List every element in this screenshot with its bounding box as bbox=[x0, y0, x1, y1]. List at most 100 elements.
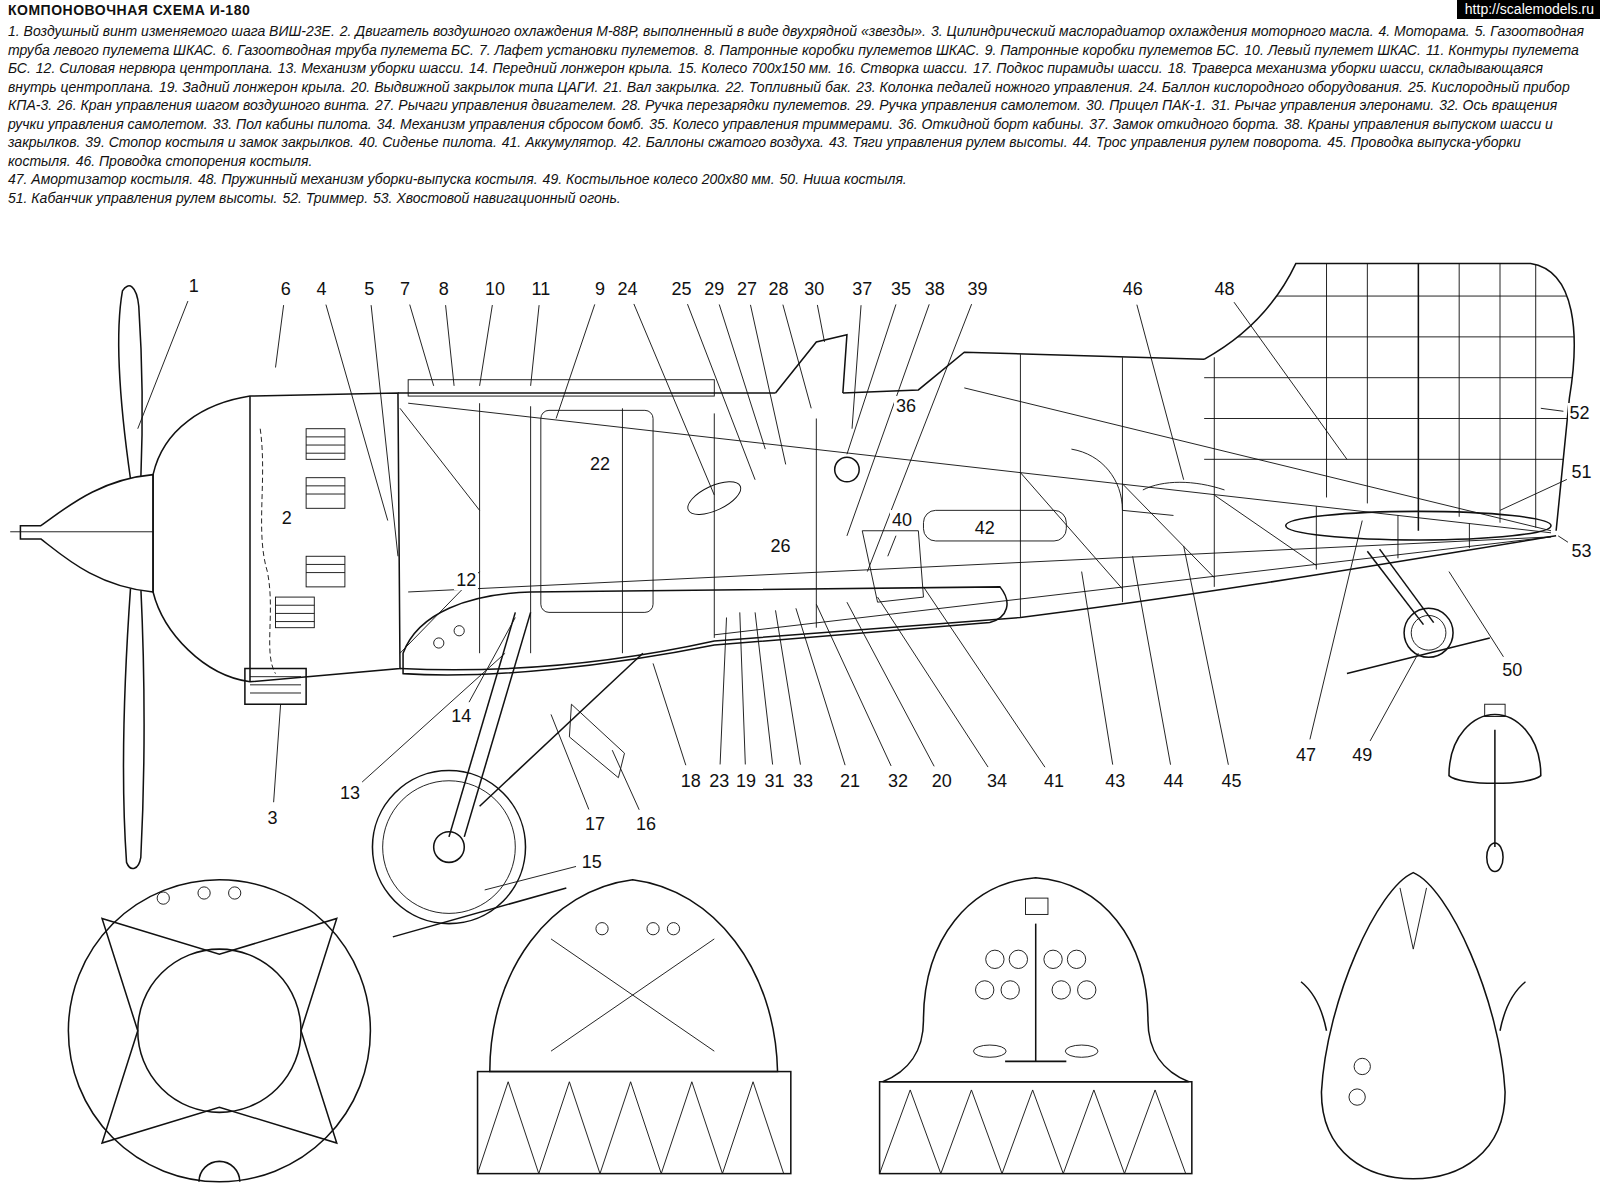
fuselage bbox=[923, 510, 1066, 541]
frame-section bbox=[880, 878, 1192, 1174]
callout-number: 14 bbox=[449, 706, 473, 726]
engine-cowling bbox=[306, 485, 345, 486]
diagram-title: КОМПОНОВОЧНАЯ СХЕМА И-180 bbox=[8, 2, 250, 18]
legend-note: 24. Баллон кислородного оборудования. bbox=[1138, 79, 1403, 95]
legend-note: 41. Аккумулятор. bbox=[502, 134, 618, 150]
callout-number: 36 bbox=[894, 396, 918, 416]
frame-section bbox=[68, 880, 370, 1182]
frame-section bbox=[973, 1045, 1006, 1057]
legend-note: 30. Прицел ПАК-1. bbox=[1086, 97, 1206, 113]
leader-line bbox=[720, 617, 726, 764]
callout-number: 50 bbox=[1500, 660, 1524, 680]
callout-number: 7 bbox=[398, 279, 412, 299]
leader-line bbox=[719, 304, 765, 449]
callout-number: 40 bbox=[890, 510, 914, 530]
legend-note: 20. Выдвижной закрылок типа ЦАГИ. bbox=[351, 79, 599, 95]
fin-ribs bbox=[1459, 255, 1460, 541]
fuselage-truss bbox=[714, 413, 715, 637]
landing-gear bbox=[372, 612, 642, 936]
rear-view bbox=[1494, 730, 1496, 847]
frame-section bbox=[1400, 888, 1427, 949]
leader-line bbox=[410, 305, 434, 386]
callout-number: 1 bbox=[187, 276, 201, 296]
leader-line bbox=[556, 304, 595, 418]
leader-line bbox=[480, 305, 493, 386]
callout-number: 25 bbox=[670, 279, 694, 299]
fin-ribs bbox=[1204, 296, 1592, 297]
callout-number: 31 bbox=[762, 771, 786, 791]
frame-section bbox=[647, 923, 659, 935]
legend-note: 39. Стопор костыля и замок закрылков. bbox=[85, 134, 354, 150]
callout-number: 35 bbox=[889, 279, 913, 299]
fuselage-truss bbox=[408, 403, 1551, 533]
callout-number: 13 bbox=[338, 783, 362, 803]
engine-cowling bbox=[306, 429, 345, 460]
legend-note: 36. Откидной борт кабины. bbox=[898, 116, 1084, 132]
leader-line bbox=[362, 653, 505, 782]
fin-ribs bbox=[1500, 255, 1501, 541]
frame-section bbox=[596, 923, 608, 935]
engine-cowling bbox=[153, 393, 400, 682]
frame-section bbox=[1321, 873, 1505, 1179]
frame-section bbox=[1349, 1089, 1365, 1105]
leader-line bbox=[750, 305, 785, 465]
leader-line bbox=[1234, 302, 1347, 459]
callout-number: 41 bbox=[1042, 771, 1066, 791]
callout-number: 22 bbox=[588, 454, 612, 474]
fuselage bbox=[835, 457, 859, 481]
frame-section bbox=[478, 1082, 784, 1174]
frame-section bbox=[102, 919, 337, 1143]
fin-ribs bbox=[1535, 255, 1536, 541]
leader-line bbox=[1082, 572, 1113, 765]
engine-cowling bbox=[276, 621, 315, 622]
landing-gear bbox=[383, 781, 516, 914]
frame-section bbox=[1044, 950, 1062, 968]
callout-number: 53 bbox=[1570, 541, 1594, 561]
leader-line bbox=[326, 305, 388, 521]
fuselage-truss bbox=[408, 537, 1551, 592]
frame-section bbox=[1026, 898, 1048, 914]
fuselage bbox=[1418, 263, 1420, 530]
leader-line bbox=[923, 587, 1044, 767]
fin-ribs bbox=[1204, 418, 1592, 419]
leader-lines bbox=[138, 301, 1568, 890]
fin-ribs bbox=[1204, 336, 1592, 337]
legend-row: 51. Кабанчик управления рулем высоты.52.… bbox=[8, 189, 1588, 208]
legend-note: 46. Проводка стопорения костыля. bbox=[76, 153, 313, 169]
leader-line bbox=[1500, 479, 1567, 510]
legend-note: 9. Патронные коробки пулеметов БС. bbox=[985, 42, 1240, 58]
fuselage-truss bbox=[1214, 357, 1215, 587]
callout-number: 3 bbox=[265, 808, 279, 828]
rear-view bbox=[1485, 704, 1505, 716]
legend-note: 35. Колесо управления триммерами. bbox=[649, 116, 893, 132]
legend-note: 28. Ручка перезарядки пулеметов. bbox=[622, 97, 851, 113]
landing-gear bbox=[434, 832, 465, 863]
legend-note: 42. Баллоны сжатого воздуха. bbox=[622, 134, 824, 150]
propeller bbox=[10, 286, 153, 869]
callout-number: 8 bbox=[437, 279, 451, 299]
legend-note: 29. Ручка управления самолетом. bbox=[856, 97, 1081, 113]
engine-cowling bbox=[306, 556, 345, 587]
leader-line bbox=[852, 305, 861, 429]
frame-section bbox=[1035, 924, 1037, 1062]
wing-section bbox=[454, 626, 464, 636]
propeller bbox=[20, 475, 153, 592]
frame-section bbox=[883, 878, 1189, 1082]
frame-section bbox=[198, 887, 210, 899]
propeller bbox=[119, 286, 142, 480]
frame-section bbox=[1009, 950, 1027, 968]
frame-section bbox=[229, 887, 241, 899]
fuselage-truss bbox=[408, 354, 1551, 653]
fuselage-truss bbox=[1122, 357, 1123, 602]
callout-number: 52 bbox=[1568, 403, 1592, 423]
fuselage-truss bbox=[816, 419, 817, 628]
watermark: http://scalemodels.ru bbox=[1457, 0, 1600, 19]
callout-number: 18 bbox=[679, 771, 703, 791]
rear-view bbox=[1487, 843, 1503, 872]
callout-number: 9 bbox=[593, 279, 607, 299]
engine-cowling bbox=[306, 453, 345, 454]
legend-note: 33. Пол кабины пилота. bbox=[213, 116, 372, 132]
callout-number: 19 bbox=[734, 771, 758, 791]
fuselage-truss bbox=[1122, 484, 1214, 578]
frame-section bbox=[976, 981, 994, 999]
